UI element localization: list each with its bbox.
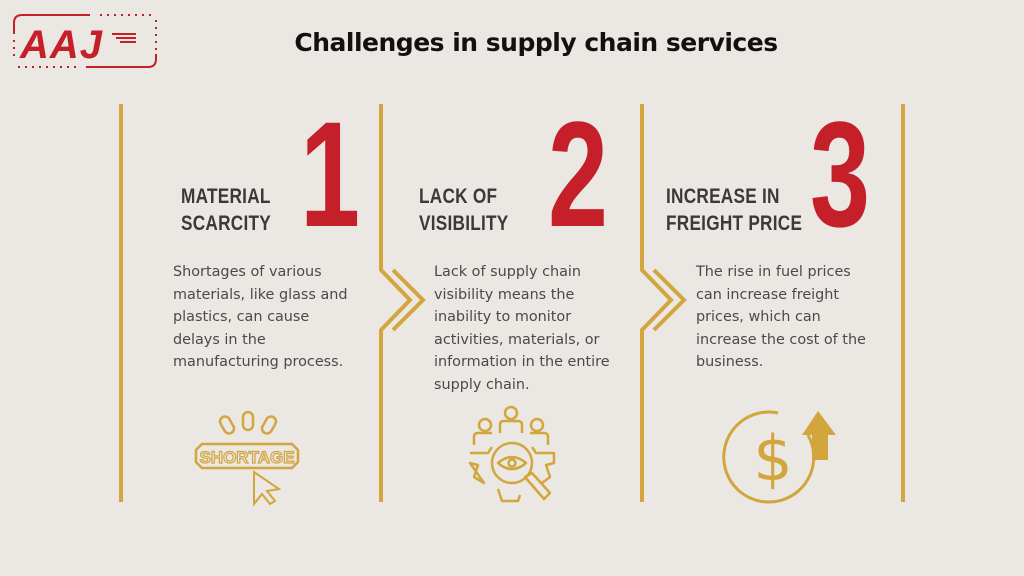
heading-line: LACK OF — [419, 185, 498, 208]
desc-line: The rise in fuel prices — [696, 264, 851, 280]
dollar-icon: $ — [753, 422, 792, 495]
challenge-number: 1 — [300, 90, 361, 258]
svg-text:AAJ: AAJ — [19, 23, 103, 67]
aaj-logo[interactable]: AAJ — [8, 12, 158, 70]
challenge-number: 2 — [548, 90, 609, 258]
desc-line: information in the entire — [434, 354, 610, 371]
desc-line: manufacturing process. — [173, 354, 344, 371]
price-increase-icon: $ — [722, 410, 836, 504]
challenge-description: Shortages of various materials, like gla… — [173, 261, 373, 374]
challenge-heading: MATERIAL SCARCITY — [181, 183, 271, 237]
desc-line: can increase freight — [696, 286, 840, 303]
challenge-number: 3 — [810, 90, 871, 258]
heading-line: FREIGHT PRICE — [666, 212, 803, 235]
shortage-icon: SHORTAGE — [194, 410, 300, 507]
challenge-description: Lack of supply chain visibility means th… — [434, 261, 644, 397]
heading-line: VISIBILITY — [419, 212, 509, 235]
desc-line: Shortages of various — [173, 264, 322, 280]
challenge-description: The rise in fuel prices can increase fre… — [696, 261, 896, 374]
challenge-heading: LACK OF VISIBILITY — [419, 183, 509, 237]
arrow-up-icon — [802, 411, 836, 460]
desc-line: increase the cost of the — [696, 331, 866, 348]
desc-line: activities, materials, or — [434, 331, 600, 348]
visibility-gear-icon — [468, 405, 556, 503]
page-title: Challenges in supply chain services — [294, 28, 778, 57]
desc-line: inability to monitor — [434, 309, 572, 326]
challenge-heading: INCREASE IN FREIGHT PRICE — [666, 183, 802, 237]
desc-line: business. — [696, 354, 764, 371]
desc-line: supply chain. — [434, 376, 530, 393]
desc-line: visibility means the — [434, 286, 575, 303]
desc-line: delays in the — [173, 331, 266, 348]
desc-line: plastics, can cause — [173, 309, 310, 326]
svg-text:SHORTAGE: SHORTAGE — [199, 448, 294, 467]
logo-icon: AAJ — [13, 14, 157, 68]
heading-line: SCARCITY — [181, 212, 271, 235]
heading-line: MATERIAL — [181, 185, 271, 208]
heading-line: INCREASE IN — [666, 185, 780, 208]
desc-line: materials, like glass and — [173, 286, 348, 303]
desc-line: prices, which can — [696, 309, 821, 326]
desc-line: Lack of supply chain — [434, 264, 582, 280]
